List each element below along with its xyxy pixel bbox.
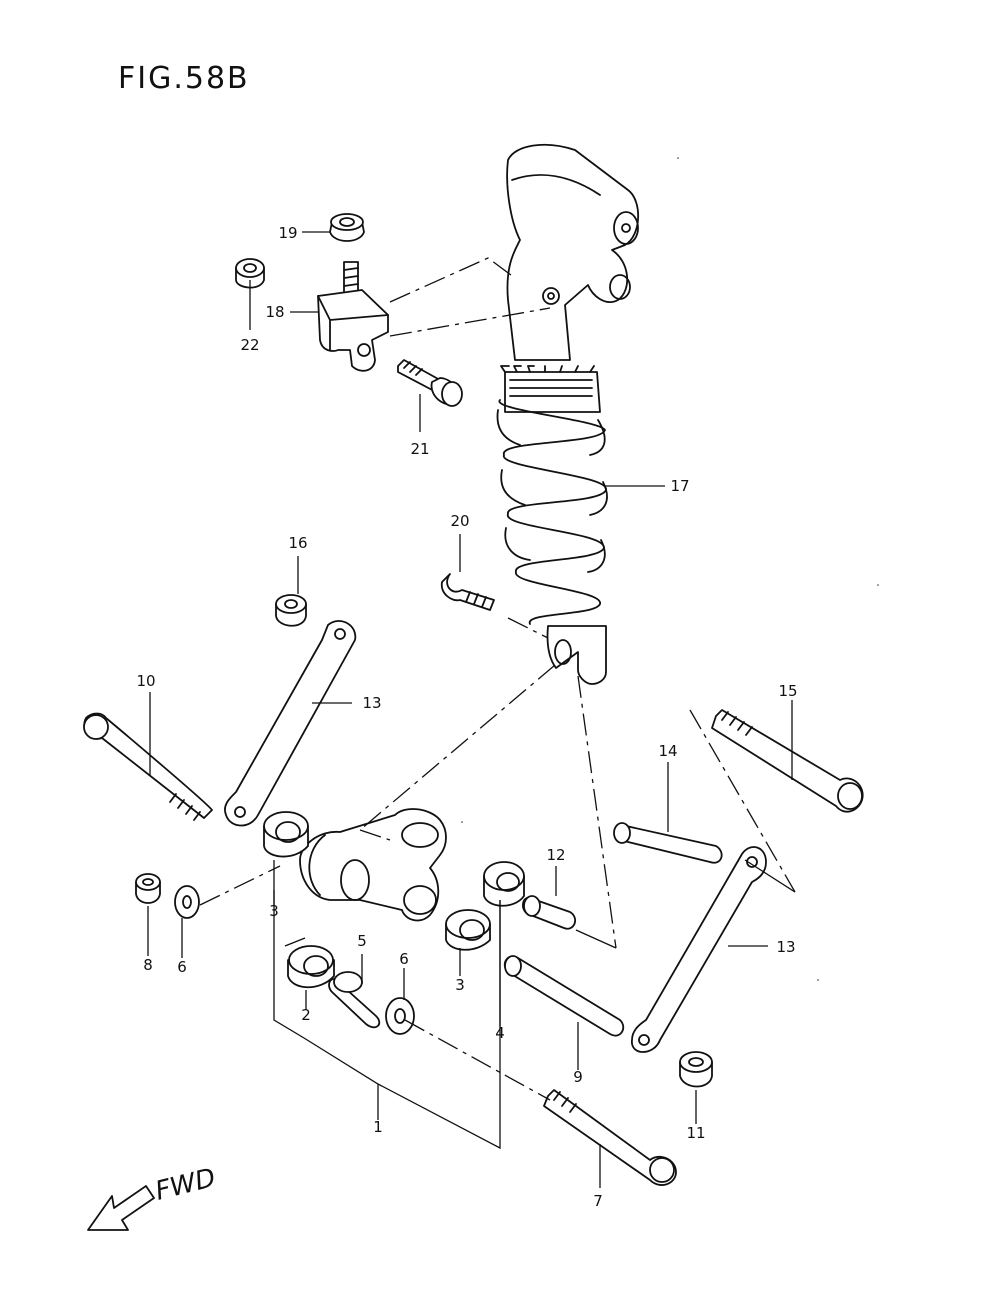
callout-6: 6 <box>399 950 409 968</box>
callout-3: 3 <box>269 902 279 920</box>
arrow-left-down-icon <box>87 1185 155 1231</box>
bolt-icon <box>83 712 213 821</box>
nut-icon <box>235 258 265 289</box>
callout-18: 18 <box>265 303 284 321</box>
bolt-icon <box>397 359 463 407</box>
callout-7: 7 <box>593 1192 603 1210</box>
callout-14: 14 <box>658 742 677 760</box>
bracket-icon <box>317 261 389 372</box>
cushion-rod-icon <box>224 620 357 827</box>
callout-2: 2 <box>301 1006 311 1024</box>
pipe-icon <box>613 822 723 864</box>
bushing-icon <box>263 811 309 858</box>
bolt-icon <box>543 1089 677 1186</box>
bolt-icon <box>711 709 864 813</box>
callout-9: 9 <box>573 1068 583 1086</box>
bushing-icon <box>483 861 525 907</box>
nut-icon <box>679 1051 713 1088</box>
callout-15: 15 <box>778 682 797 700</box>
pipe-icon <box>328 971 381 1029</box>
bushing-icon <box>287 945 335 989</box>
bushing-icon <box>445 909 491 951</box>
callout-22: 22 <box>240 336 259 354</box>
callout-17: 17 <box>670 477 689 495</box>
cushion-rod-icon <box>631 846 767 1053</box>
nut-icon <box>275 594 307 627</box>
callout-10: 10 <box>136 672 155 690</box>
callout-13: 13 <box>776 938 795 956</box>
cushion-lever-icon <box>299 808 447 922</box>
figure-title: FIG.58B <box>118 61 250 96</box>
callout-20: 20 <box>450 512 469 530</box>
callout-4: 4 <box>495 1024 505 1042</box>
callout-8: 8 <box>143 956 153 974</box>
callout-16: 16 <box>288 534 307 552</box>
callout-1: 1 <box>373 1118 383 1136</box>
callout-12: 12 <box>546 846 565 864</box>
callout-5: 5 <box>357 932 367 950</box>
callout-6: 6 <box>177 958 187 976</box>
washer-icon <box>174 885 200 919</box>
nut-icon <box>135 873 161 904</box>
callout-19: 19 <box>278 224 297 242</box>
pipe-icon <box>503 955 625 1037</box>
callout-11: 11 <box>686 1124 705 1142</box>
callout-21: 21 <box>410 440 429 458</box>
washer-icon <box>385 997 415 1035</box>
callout-3: 3 <box>455 976 465 994</box>
pipe-icon <box>522 895 577 930</box>
shock-absorber-icon <box>496 143 640 685</box>
flange-nut-icon <box>329 213 365 242</box>
fwd-label: FWD <box>152 1163 218 1207</box>
bolt-icon <box>440 573 495 611</box>
callout-13: 13 <box>362 694 381 712</box>
